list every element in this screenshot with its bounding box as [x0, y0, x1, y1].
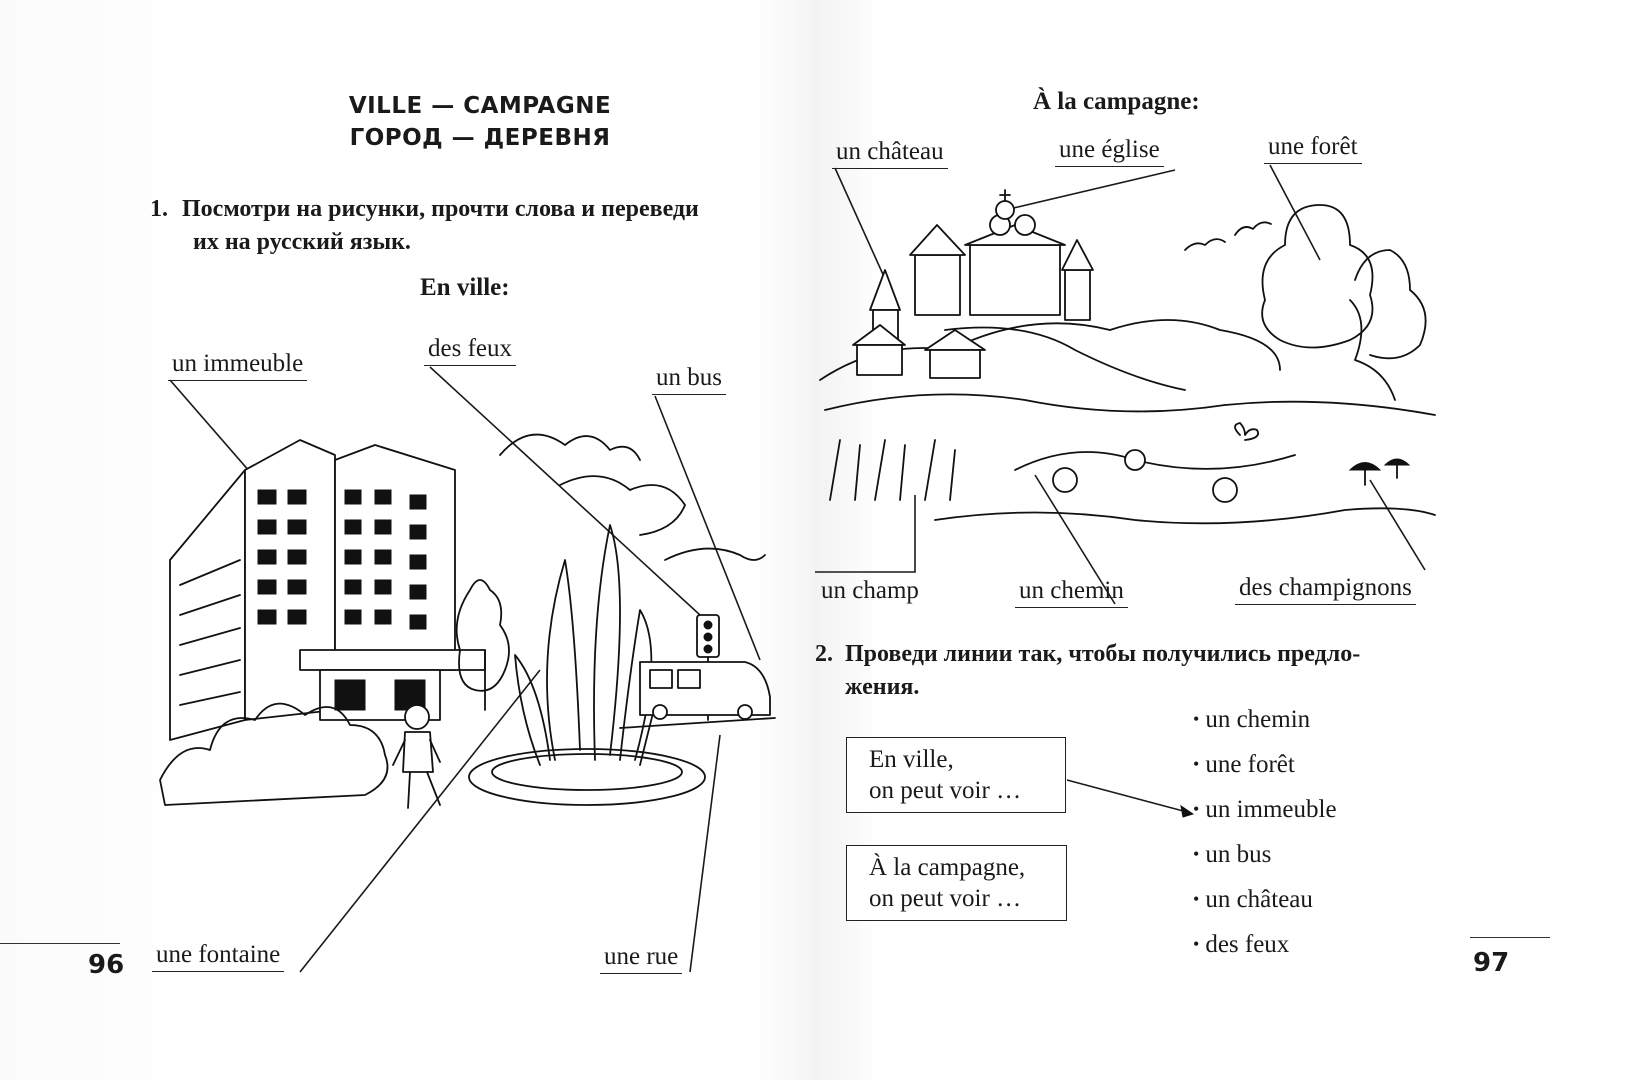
label-une-eglise: une église: [1055, 136, 1164, 167]
task-2-instruction: 2. Проведи линии так, чтобы получились п…: [815, 638, 1625, 704]
label-une-foret: une forêt: [1264, 133, 1362, 164]
title-block: VILLE — CAMPAGNE ГОРОД — ДЕРЕВНЯ: [330, 90, 630, 154]
label-un-chateau: un château: [832, 138, 948, 169]
task-1-instruction: 1. Посмотри на рисунки, прочти слова и п…: [150, 193, 810, 259]
option-un-bus[interactable]: •un bus: [1193, 841, 1272, 868]
option-une-foret[interactable]: •une forêt: [1193, 751, 1295, 778]
forest-icon: [1261, 204, 1427, 401]
path-icon: [1014, 451, 1296, 471]
cloud-icon: [499, 433, 641, 461]
box-1-line-2: on peut voir …: [869, 777, 1022, 804]
label-un-immeuble: un immeuble: [168, 350, 308, 381]
bus-icon: [639, 661, 771, 720]
label-un-bus: un bus: [652, 364, 726, 395]
label-un-champ: un champ: [821, 577, 919, 604]
butterfly-icon: [1234, 422, 1260, 441]
church-dome-icon: [995, 200, 1015, 220]
option-un-chemin[interactable]: •un chemin: [1193, 706, 1311, 733]
mushroom-icon: [1348, 458, 1411, 486]
title-russian: ГОРОД — ДЕРЕВНЯ: [349, 125, 611, 151]
task-1-number: 1.: [150, 196, 168, 222]
apartment-building-icon: [169, 439, 486, 741]
page-number-right: 97: [1473, 948, 1510, 978]
footer-rule-right: [1470, 937, 1550, 938]
option-des-feux[interactable]: •des feux: [1193, 931, 1290, 958]
city-illustration: [159, 366, 776, 973]
bird-icon: [1234, 221, 1272, 236]
label-une-rue: une rue: [600, 943, 683, 974]
box-2-line-1: À la campagne,: [869, 854, 1026, 881]
box-2-line-2: on peut voir …: [869, 885, 1022, 912]
field-icon: [824, 393, 1436, 525]
example-connector-line: [1066, 779, 1188, 813]
task-1-line-1: Посмотри на рисунки, прочти слова и пере…: [182, 196, 699, 222]
option-un-chateau[interactable]: •un château: [1193, 886, 1313, 913]
tree-icon: [455, 579, 510, 692]
footer-rule-left: [0, 943, 120, 944]
task-2-line-1: Проведи линии так, чтобы получились пред…: [845, 641, 1361, 667]
section-title-a-la-campagne: À la campagne:: [1033, 88, 1200, 115]
flower-icon: [1052, 449, 1238, 503]
label-des-feux: des feux: [424, 335, 516, 366]
bird-icon: [1184, 238, 1226, 251]
label-une-fontaine: une fontaine: [152, 941, 285, 972]
task-2-line-2: жения.: [845, 674, 920, 700]
box-1-line-1: En ville,: [869, 746, 954, 773]
arrow-head-icon: [1180, 804, 1195, 818]
fountain-icon: [468, 524, 706, 806]
task-2-number: 2.: [815, 641, 833, 667]
sentence-box-en-ville[interactable]: En ville, on peut voir …: [846, 737, 1066, 813]
house-icon: [852, 324, 986, 379]
section-title-en-ville: En ville:: [420, 274, 510, 301]
bush-icon: [159, 702, 389, 806]
castle-icon: [869, 189, 1094, 351]
task-1-line-2: их на русский язык.: [193, 229, 411, 255]
option-un-immeuble[interactable]: •un immeuble: [1193, 796, 1337, 823]
countryside-illustration: [815, 164, 1436, 818]
page-number-left: 96: [88, 950, 125, 980]
boy-icon: [392, 704, 441, 809]
cloud-icon: [559, 475, 686, 536]
right-page: À la campagne: un château une église une…: [815, 0, 1630, 1080]
label-des-champignons: des champignons: [1235, 574, 1416, 605]
title-french: VILLE — CAMPAGNE: [348, 93, 612, 119]
sentence-box-a-la-campagne[interactable]: À la campagne, on peut voir …: [846, 845, 1067, 921]
left-page: VILLE — CAMPAGNE ГОРОД — ДЕРЕВНЯ 1. Посм…: [0, 0, 815, 1080]
